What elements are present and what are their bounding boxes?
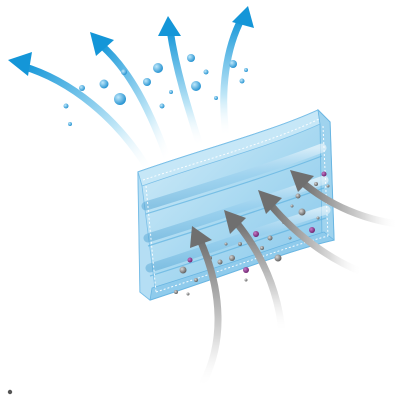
droplet-icon bbox=[229, 60, 237, 68]
particle-icon bbox=[245, 279, 248, 282]
droplet-icon bbox=[169, 90, 173, 94]
particle-icon bbox=[296, 194, 301, 199]
particle-icon bbox=[218, 260, 223, 265]
droplet-icon bbox=[244, 68, 248, 72]
droplet-icon bbox=[68, 122, 72, 126]
particle-icon bbox=[180, 267, 187, 274]
particle-icon bbox=[225, 243, 228, 246]
droplet-icon bbox=[240, 79, 245, 84]
particle-icon bbox=[299, 209, 306, 216]
particle-icon bbox=[243, 267, 249, 273]
clean-air-arrow-icon bbox=[224, 6, 254, 136]
droplet-icon bbox=[100, 80, 109, 89]
particle-icon bbox=[268, 236, 273, 241]
particle-icon bbox=[194, 278, 198, 282]
particle-icon bbox=[322, 172, 327, 177]
clean-air-arrow-icon bbox=[8, 52, 150, 172]
droplet-icon bbox=[114, 93, 126, 105]
particle-icon bbox=[229, 255, 235, 261]
mask-icon bbox=[138, 110, 334, 300]
particle-icon bbox=[314, 182, 318, 186]
clean-air-arrow-icon bbox=[158, 16, 200, 146]
particle-icon bbox=[188, 258, 193, 263]
droplet-icon bbox=[79, 85, 85, 91]
droplet-icon bbox=[143, 78, 151, 86]
particle-icon bbox=[174, 290, 178, 294]
particle-icon bbox=[275, 255, 282, 262]
particle-icon bbox=[309, 227, 315, 233]
droplet-icon bbox=[191, 81, 201, 91]
droplet-icon bbox=[204, 70, 209, 75]
particle-icon bbox=[291, 205, 294, 208]
particle-icon bbox=[238, 242, 242, 246]
particle-icon bbox=[289, 237, 292, 240]
particle-icon bbox=[8, 390, 12, 394]
particle-icon bbox=[253, 231, 259, 237]
droplet-icon bbox=[160, 104, 165, 109]
particle-icon bbox=[260, 246, 264, 250]
droplet-icon bbox=[64, 104, 69, 109]
particle-icon bbox=[327, 185, 330, 188]
particle-icon bbox=[187, 293, 190, 296]
droplet-icon bbox=[121, 69, 127, 75]
water-droplets bbox=[64, 54, 249, 126]
particle-icon bbox=[317, 217, 320, 220]
droplet-icon bbox=[187, 54, 195, 62]
droplet-icon bbox=[153, 63, 163, 73]
droplet-icon bbox=[214, 96, 218, 100]
